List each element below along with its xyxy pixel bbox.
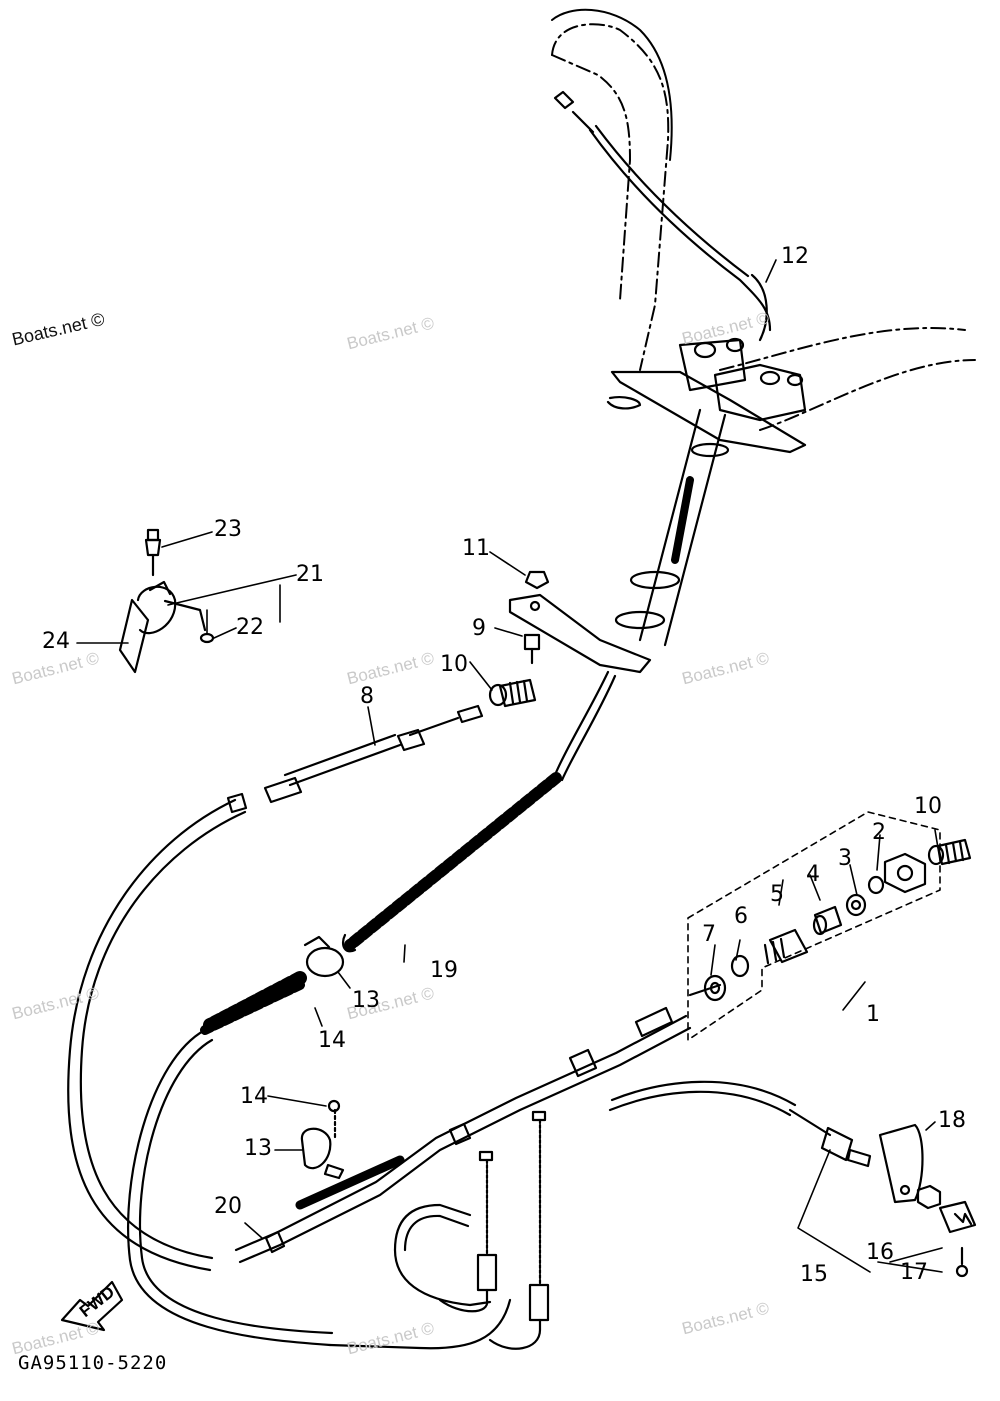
callout-17: 17 — [900, 1260, 928, 1285]
callout-15: 15 — [800, 1262, 828, 1287]
callout-24: 24 — [42, 629, 70, 654]
clamp-13-upper — [303, 935, 345, 978]
throttle-cable-12 — [553, 90, 772, 342]
sleeve-10-upper — [488, 678, 537, 708]
callout-23: 23 — [214, 517, 242, 542]
assembly-1-parts — [688, 852, 927, 1002]
fwd-arrow-outline — [60, 1280, 124, 1332]
callout-14-upper: 14 — [318, 1028, 346, 1053]
callout-7: 7 — [702, 922, 716, 947]
assembly-1-box — [687, 811, 941, 1041]
callout-18: 18 — [938, 1108, 966, 1133]
callout-4: 4 — [806, 862, 820, 887]
callout-10-right: 10 — [914, 794, 942, 819]
cable-boot — [203, 971, 307, 1032]
callout-21: 21 — [296, 562, 324, 587]
clamp-13-lower — [300, 1099, 345, 1180]
callout-13-lower: 13 — [244, 1136, 272, 1161]
clip-assembly — [118, 528, 215, 674]
callout-5: 5 — [770, 882, 784, 907]
handlebar-grip — [551, 8, 673, 161]
callout-13-upper: 13 — [352, 988, 380, 1013]
handlebar-outline — [551, 23, 976, 431]
callout-10-upper: 10 — [440, 652, 468, 677]
callout-20: 20 — [214, 1194, 242, 1219]
cable-15 — [393, 1080, 872, 1307]
callout-12: 12 — [781, 244, 809, 269]
callout-22: 22 — [236, 615, 264, 640]
cable-8 — [67, 704, 484, 1272]
steering-column — [606, 337, 807, 647]
diagram-code: GA95110-5220 — [18, 1352, 168, 1374]
cables-vertical — [438, 1110, 550, 1350]
callout-16: 16 — [866, 1240, 894, 1265]
callout-3: 3 — [838, 846, 852, 871]
cable-19 — [341, 670, 617, 953]
callout-8: 8 — [360, 684, 374, 709]
leader-lines — [76, 259, 943, 1273]
callout-2: 2 — [872, 820, 886, 845]
cable-bracket — [508, 570, 652, 674]
cable-20 — [127, 980, 692, 1350]
callout-19: 19 — [430, 958, 458, 983]
callout-1: 1 — [866, 1002, 880, 1027]
sleeve-10-right — [927, 838, 972, 866]
callout-9: 9 — [472, 616, 486, 641]
callout-11: 11 — [462, 536, 490, 561]
rudder-parts — [878, 1123, 977, 1278]
callout-6: 6 — [734, 904, 748, 929]
callout-14-lower: 14 — [240, 1084, 268, 1109]
